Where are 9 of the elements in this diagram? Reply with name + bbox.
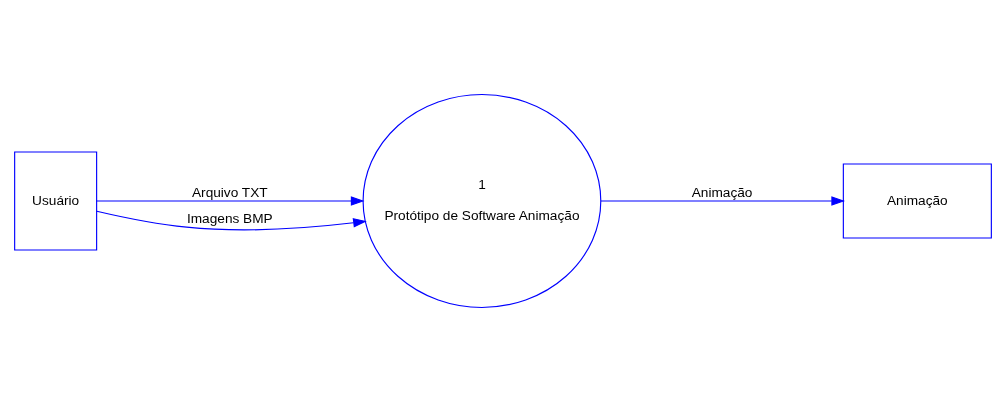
arrow [96,210,367,230]
node-box: Animação [842,162,992,239]
edge-label: Animação [691,184,753,200]
arrow [96,195,365,206]
edge-label: Arquivo TXT [192,184,268,200]
node-box: Usuário [14,151,98,250]
arrow [600,195,846,206]
edge-label: Imagens BMP [186,210,273,226]
node-ellipse: 1 Protótipo de Software Animação [362,93,602,308]
